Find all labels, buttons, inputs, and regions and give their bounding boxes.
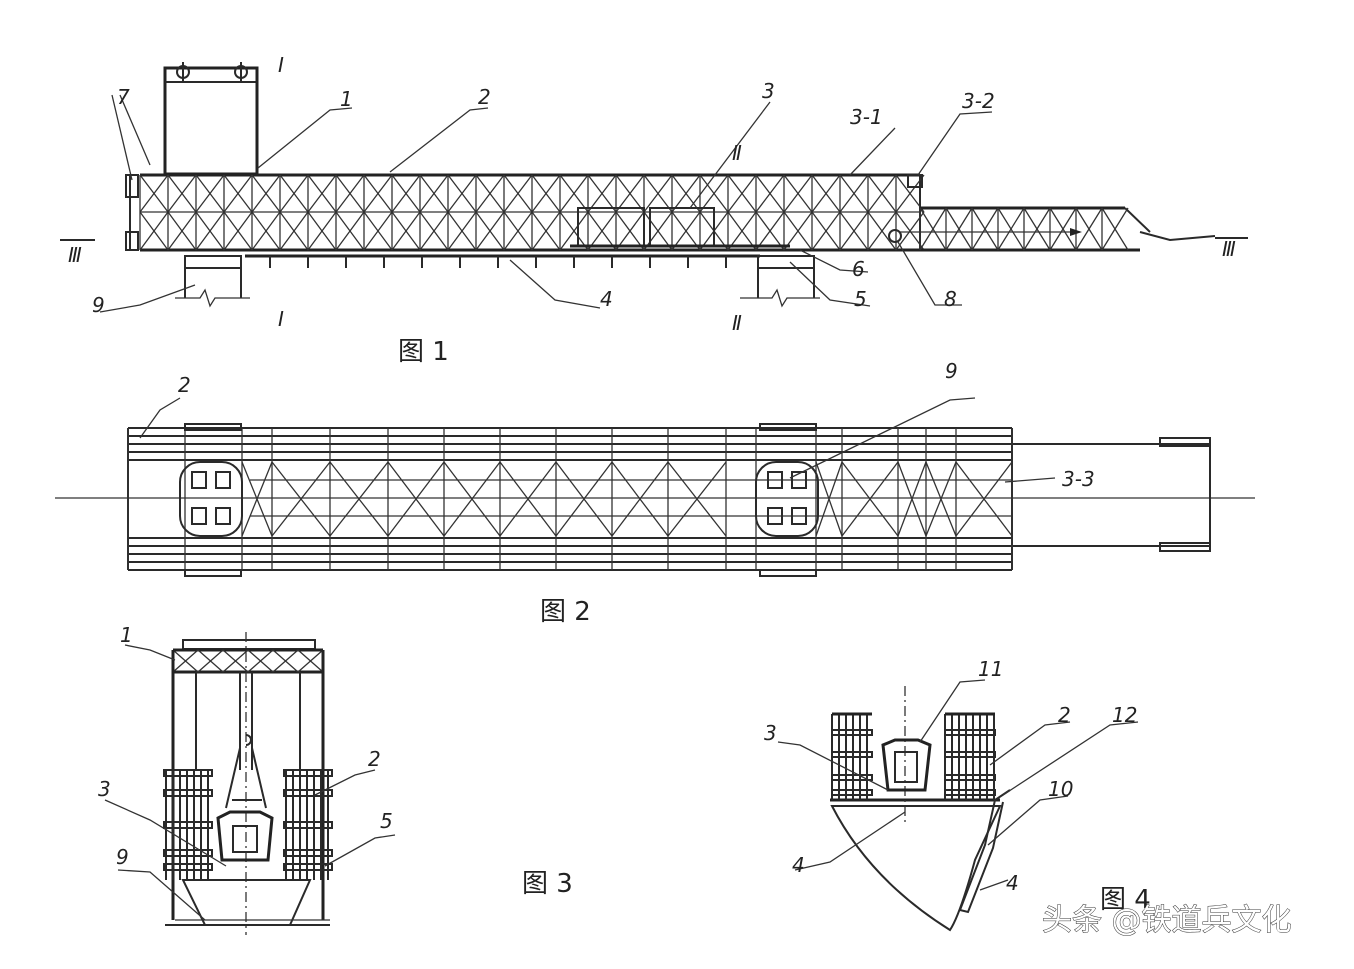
fig1-pier-right <box>740 255 820 308</box>
figure-3 <box>104 632 396 935</box>
label-9: 9 <box>92 293 105 317</box>
fig3-girder-section <box>216 810 274 862</box>
fig3-label-2: 2 <box>368 747 381 771</box>
caption-figure-2: 图 2 <box>540 597 591 627</box>
fig2-bearing-left <box>179 461 243 537</box>
label-2: 2 <box>478 85 491 109</box>
fig2-truss-panels <box>127 428 1013 570</box>
fig1-main-truss <box>125 173 925 252</box>
fig4-label-11: 11 <box>978 657 1003 681</box>
caption-figure-4: 图 4 <box>1100 885 1151 915</box>
label-8: 8 <box>944 287 957 311</box>
fig2-rails <box>127 427 1210 571</box>
section-label-i-bottom: Ⅰ <box>278 307 284 331</box>
watermark: 头条 @铁道兵文化 <box>1042 903 1292 938</box>
fig2-bearing-right <box>755 461 819 537</box>
figure-2 <box>55 397 1255 577</box>
fig1-girder-block <box>649 207 715 247</box>
fig1-nose-truss <box>888 206 1216 252</box>
label-3: 3 <box>762 79 775 103</box>
figure-4 <box>777 679 1139 932</box>
fig2-label-9: 9 <box>945 359 958 383</box>
fig4-pier <box>830 805 1002 932</box>
section-label-i-top: Ⅰ <box>278 53 284 77</box>
fig3-label-3: 3 <box>98 777 111 801</box>
label-5: 5 <box>854 287 867 311</box>
label-3-2: 3-2 <box>962 89 995 113</box>
fig4-label-4b: 4 <box>1006 871 1019 895</box>
fig2-label-3-3: 3-3 <box>1062 467 1095 491</box>
fig3-label-1: 1 <box>120 623 133 647</box>
section-label-ii-top: Ⅱ <box>732 141 742 165</box>
caption-figure-1: 图 1 <box>398 337 449 367</box>
fig1-pier-left <box>175 255 250 308</box>
fig3-label-9: 9 <box>116 845 129 869</box>
fig2-label-2: 2 <box>178 373 191 397</box>
fig4-label-3: 3 <box>764 721 777 745</box>
section-label-ii-bottom: Ⅱ <box>732 311 742 335</box>
label-6: 6 <box>852 257 865 281</box>
fig3-label-5: 5 <box>380 809 393 833</box>
fig4-label-2: 2 <box>1058 703 1071 727</box>
fig4-label-4a: 4 <box>792 853 805 877</box>
fig4-label-10: 10 <box>1048 777 1073 801</box>
fig1-hoist-frame <box>163 62 259 176</box>
figure-1 <box>60 62 1248 313</box>
fig4-label-12: 12 <box>1112 703 1137 727</box>
label-1: 1 <box>340 87 353 111</box>
label-7: 7 <box>117 85 130 109</box>
label-4: 4 <box>600 287 613 311</box>
label-3-1: 3-1 <box>850 105 883 129</box>
caption-figure-3: 图 3 <box>522 869 573 899</box>
section-label-iii-right: Ⅲ <box>1222 237 1236 261</box>
section-label-iii-left: Ⅲ <box>68 243 82 267</box>
fig4-strut <box>958 789 1011 914</box>
